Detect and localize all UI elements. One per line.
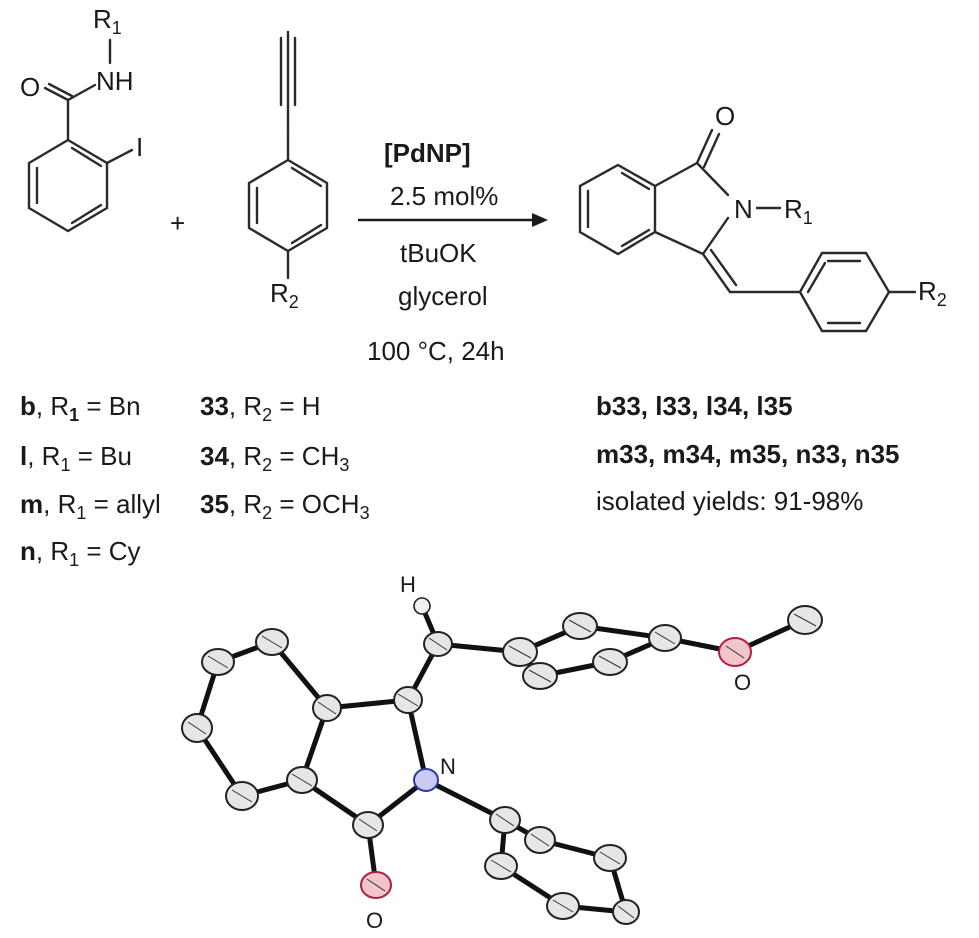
xray-n-label: N: [440, 754, 456, 779]
atom-h: [413, 597, 431, 615]
carbonyl-o-label: O: [20, 72, 40, 102]
xray-h-label: H: [400, 572, 416, 597]
product-isoindolinone: [578, 128, 917, 333]
nh-label: NH: [96, 66, 134, 96]
atom-n: [413, 768, 439, 792]
r1-row-b: b, R1 = Bn: [20, 391, 141, 425]
xray-o-carbonyl-label: O: [366, 908, 383, 933]
reactant-iodobenzamide: [27, 38, 134, 233]
r2-label: R2: [270, 278, 299, 312]
iodo-label: I: [136, 132, 143, 162]
yields-label: isolated yields: 91-98%: [596, 486, 863, 516]
base-label: tBuOK: [400, 238, 477, 268]
product-o-label: O: [715, 101, 735, 131]
product-r1-label: R1: [784, 194, 813, 228]
plus-sign: +: [170, 208, 185, 238]
r1-row-n: n, R1 = Cy: [20, 536, 141, 570]
catalyst-label: [PdNP]: [384, 138, 471, 168]
crystal-structure: [181, 597, 823, 925]
products-line1: b33, l33, l34, l35: [596, 391, 793, 421]
product-list: b33, l33, l34, l35 m33, m34, m35, n33, n…: [596, 391, 900, 516]
product-r2-label: R2: [918, 276, 947, 310]
r1-label: R1: [93, 4, 122, 38]
r2-row-35: 35, R2 = OCH3: [200, 489, 370, 523]
r2-substituent-list: 33, R2 = H 34, R2 = CH3 35, R2 = OCH3: [200, 391, 370, 523]
xray-o-methoxy-label: O: [734, 670, 751, 695]
reactant-arylacetylene: [247, 30, 329, 280]
loading-label: 2.5 mol%: [390, 181, 498, 211]
r2-row-33: 33, R2 = H: [200, 391, 321, 425]
solvent-label: glycerol: [398, 281, 488, 311]
r2-row-34: 34, R2 = CH3: [200, 441, 349, 475]
r1-substituent-list: b, R1 = Bn l, R1 = Bu m, R1 = allyl n, R…: [20, 391, 161, 570]
products-line2: m33, m34, m35, n33, n35: [596, 439, 900, 469]
r1-row-m: m, R1 = allyl: [20, 489, 161, 523]
temp-time-label: 100 °C, 24h: [367, 336, 505, 366]
arrow-head: [532, 213, 548, 227]
r1-row-l: l, R1 = Bu: [20, 441, 132, 475]
product-n-label: N: [734, 194, 753, 224]
